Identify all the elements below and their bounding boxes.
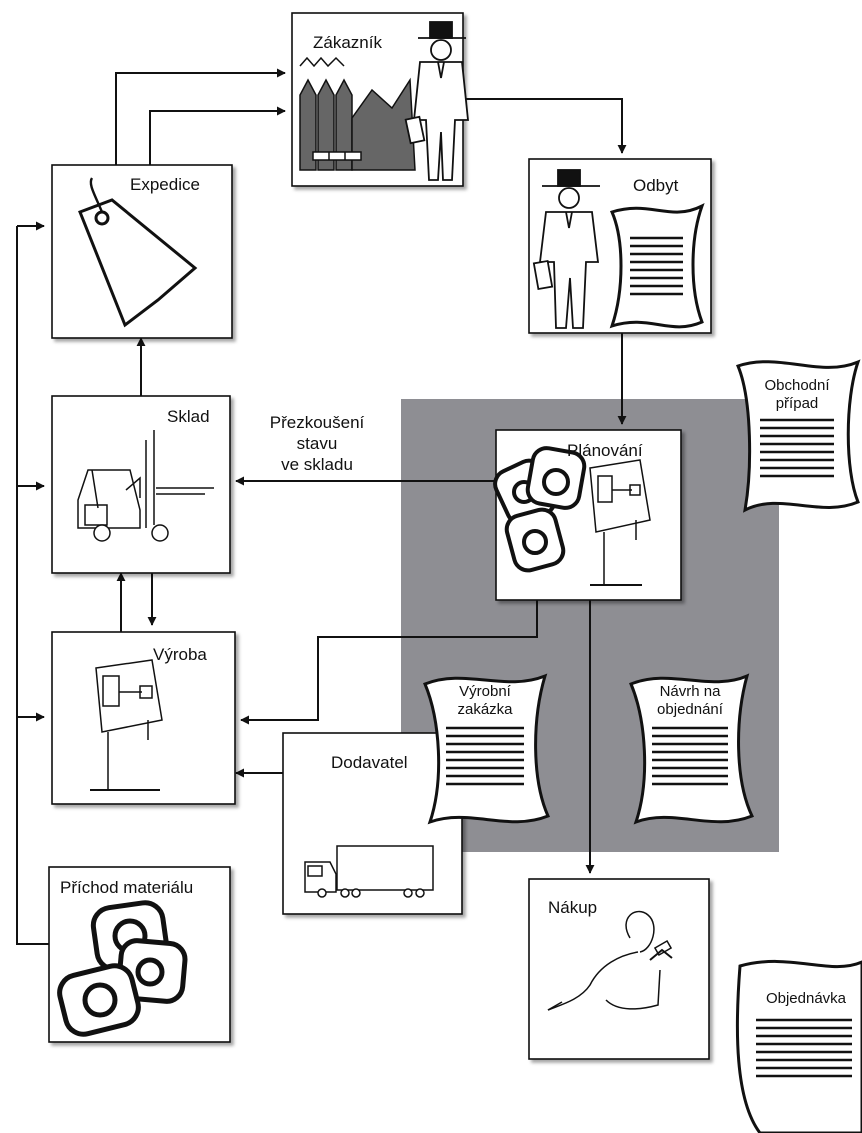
label-nakup: Nákup: [548, 898, 597, 917]
doc-label-objednavka: Objednávka: [766, 990, 847, 1007]
edge-label-line3: ve skladu: [281, 455, 353, 474]
doc-label-vyrobni-2: zakázka: [457, 701, 513, 718]
label-dodavatel: Dodavatel: [331, 753, 408, 772]
label-zakaznik: Zákazník: [313, 33, 382, 52]
doc-label-obchodni-1: Obchodní: [764, 377, 830, 394]
forklift-icon: [77, 430, 214, 542]
doc-label-navrh-1: Návrh na: [660, 683, 722, 700]
arrow-zakaznik-odbyt: [463, 98, 627, 154]
drill-press-icon: [589, 459, 651, 586]
edge-label-line1: Přezkoušení: [270, 413, 365, 432]
salesman-icon: [532, 169, 600, 329]
document-navrh-na-objednani: [629, 673, 755, 825]
label-expedice: Expedice: [130, 175, 200, 194]
box-nakup: [528, 878, 710, 1060]
doc-label-navrh-2: objednání: [657, 701, 724, 718]
document-vyrobni-zakazka: [423, 673, 551, 825]
factory-icon: [299, 56, 416, 171]
arrow-expedice-zakaznik-2: [149, 106, 286, 165]
label-planovani: Plánování: [567, 441, 643, 460]
materials-icon: [57, 900, 188, 1037]
label-vyroba: Výroba: [153, 645, 207, 664]
feedback-bus: [16, 226, 49, 945]
sales-document-icon: [609, 203, 705, 329]
label-odbyt: Odbyt: [633, 176, 679, 195]
arrow-expedice-zakaznik-1: [115, 68, 286, 165]
doc-label-vyrobni-1: Výrobní: [459, 683, 512, 700]
edge-label-line2: stavu: [297, 434, 338, 453]
gaskets-icon: [493, 446, 587, 573]
machine-icon: [90, 659, 163, 791]
businessman-icon: [404, 21, 469, 181]
arrow-planovani-vyroba: [240, 600, 538, 725]
label-sklad: Sklad: [167, 407, 210, 426]
tag-icon: [78, 177, 198, 328]
document-obchodni-pripad: [736, 359, 861, 513]
truck-icon: [304, 845, 434, 898]
label-prichod: Příchod materiálu: [60, 878, 193, 897]
doc-label-obchodni-2: případ: [776, 395, 819, 412]
document-objednavka: [735, 959, 862, 1133]
phone-person-icon: [547, 910, 673, 1011]
box-sklad: [51, 395, 231, 574]
